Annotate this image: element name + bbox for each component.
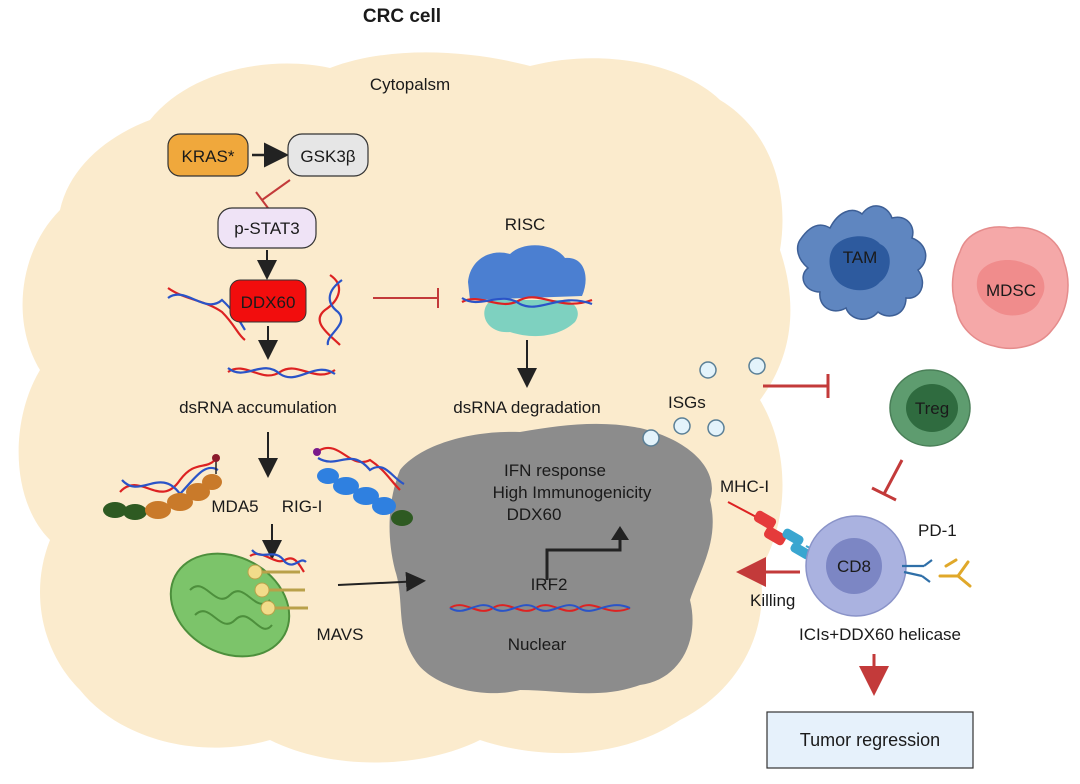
rigi-label: RIG-I bbox=[282, 497, 323, 516]
mavs-label: MAVS bbox=[317, 625, 364, 644]
ddx60-nuclear-label: DDX60 bbox=[507, 505, 562, 524]
gsk3b-inhibit-bar bbox=[255, 191, 269, 209]
gsk3b-inhibit-line bbox=[261, 179, 291, 201]
pd1-receptor bbox=[902, 559, 933, 583]
irf2-label: IRF2 bbox=[531, 575, 568, 594]
isgs-vesicles bbox=[642, 357, 766, 447]
mavs-complex bbox=[247, 549, 308, 616]
high-immunogenicity-label: High Immunogenicity bbox=[493, 483, 652, 502]
risc-bound-rna bbox=[461, 296, 593, 308]
mda5-sensor bbox=[103, 454, 222, 520]
icis-label: ICIs+DDX60 helicase bbox=[799, 625, 961, 644]
treg-nucleus bbox=[906, 384, 958, 432]
pstat3-label: p-STAT3 bbox=[234, 219, 300, 238]
mdsc-label: MDSC bbox=[986, 281, 1036, 300]
nuclear-label: Nuclear bbox=[508, 635, 567, 654]
risc-complex-top bbox=[468, 245, 586, 300]
treg-inhibit-bar bbox=[871, 486, 897, 502]
treg-inhibit-line bbox=[882, 459, 904, 495]
mavs-nucleus-arrow bbox=[337, 571, 426, 592]
kras-node bbox=[167, 133, 249, 177]
irf2-transcription-arrowhead bbox=[611, 526, 629, 540]
dsrna-degradation-label: dsRNA degradation bbox=[453, 398, 600, 417]
ifn-response-label: IFN response bbox=[504, 461, 606, 480]
diagram-title: CRC cell bbox=[363, 6, 441, 27]
isgs-label: ISGs bbox=[668, 393, 706, 412]
dsrna-helix-right bbox=[318, 274, 343, 346]
pd1-label: PD-1 bbox=[918, 521, 957, 540]
nuclear-dna bbox=[449, 604, 631, 612]
irf2-transcription-arrow bbox=[545, 538, 622, 580]
risc-label: RISC bbox=[505, 215, 546, 234]
outcome-label: Tumor regression bbox=[800, 730, 940, 750]
mhc1-label: MHC-I bbox=[720, 477, 769, 496]
mitochondrion bbox=[169, 552, 291, 658]
mhc1-molecule bbox=[753, 510, 787, 546]
pstat3-node bbox=[217, 207, 317, 249]
mdsc-nucleus bbox=[976, 260, 1045, 316]
mda5-label: MDA5 bbox=[211, 497, 258, 516]
rigi-sensor bbox=[313, 446, 413, 526]
dsrna-accumulation-helix bbox=[227, 367, 336, 379]
gsk3b-label: GSK3β bbox=[300, 147, 355, 166]
outcome-box bbox=[766, 711, 974, 769]
treg-label: Treg bbox=[915, 399, 949, 418]
gsk3b-node bbox=[287, 133, 369, 177]
nucleus bbox=[389, 423, 713, 694]
cd8-nucleus bbox=[826, 538, 882, 594]
kras-label: KRAS* bbox=[182, 147, 235, 166]
killing-label: Killing bbox=[750, 591, 795, 610]
ddx60-label: DDX60 bbox=[241, 293, 296, 312]
tam-nucleus bbox=[829, 236, 890, 291]
risc-complex-bottom bbox=[484, 300, 578, 337]
tam-label: TAM bbox=[843, 248, 878, 267]
cytoplasm-label: Cytopalsm bbox=[370, 75, 450, 94]
dsrna-accumulation-label: dsRNA accumulation bbox=[179, 398, 337, 417]
ddx60-node bbox=[229, 279, 307, 323]
pd1-antibody bbox=[938, 558, 972, 588]
cd8-label: CD8 bbox=[837, 557, 871, 576]
